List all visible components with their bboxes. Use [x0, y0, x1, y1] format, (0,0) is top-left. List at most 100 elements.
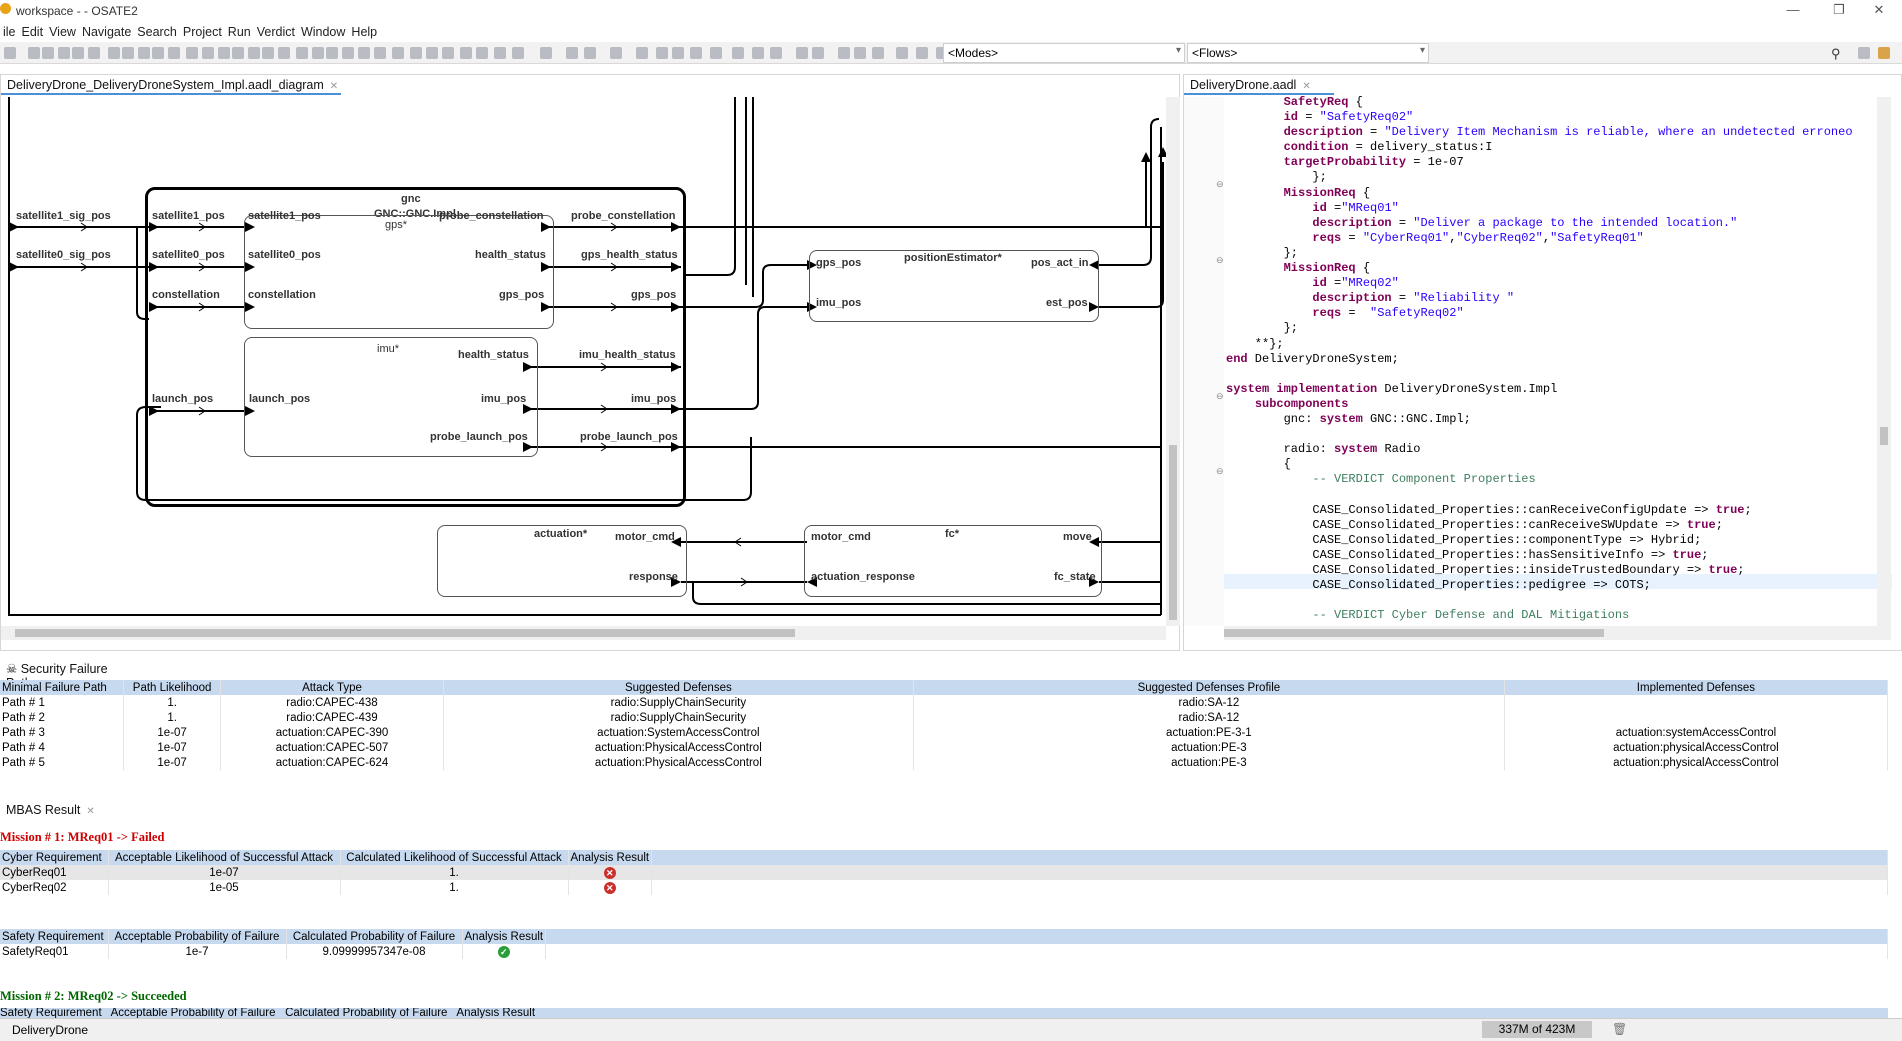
toolbar-button-icon[interactable] — [796, 47, 808, 59]
fold-icon[interactable]: ⊖ — [1216, 179, 1224, 189]
menu-navigate[interactable]: Navigate — [81, 25, 132, 39]
code-editor[interactable]: SafetyReq { id = "SafetyReq02" descripti… — [1226, 95, 1892, 626]
toolbar-button-icon[interactable] — [838, 47, 850, 59]
toolbar-button-icon[interactable] — [610, 47, 622, 59]
gps-component[interactable] — [244, 215, 554, 329]
toolbar-button-icon[interactable] — [656, 47, 668, 59]
toolbar-button-icon[interactable] — [374, 47, 386, 59]
menu-window[interactable]: Window — [300, 25, 346, 39]
gnc-component[interactable] — [145, 187, 686, 507]
toolbar-button-icon[interactable] — [4, 47, 16, 59]
toolbar-button-icon[interactable] — [540, 47, 552, 59]
toolbar-button-icon[interactable] — [710, 47, 722, 59]
toolbar-button-icon[interactable] — [476, 47, 488, 59]
menu-file[interactable]: ile — [3, 25, 16, 39]
menu-help[interactable]: Help — [351, 25, 378, 39]
close-icon[interactable]: ✕ — [1302, 81, 1311, 92]
column-header[interactable]: Attack Type — [220, 680, 444, 695]
scroll-thumb[interactable] — [15, 629, 795, 637]
toolbar-button-icon[interactable] — [872, 47, 884, 59]
search-icon[interactable]: ⚲ — [1831, 46, 1841, 61]
modes-combo[interactable]: <Modes>▾ — [943, 43, 1185, 63]
toolbar-button-icon[interactable] — [392, 47, 404, 59]
flows-combo[interactable]: <Flows>▾ — [1187, 43, 1429, 63]
toolbar-button-icon[interactable] — [494, 47, 506, 59]
toolbar-button-icon[interactable] — [854, 47, 866, 59]
menu-edit[interactable]: Edit — [21, 25, 44, 39]
toolbar-button-icon[interactable] — [636, 47, 648, 59]
column-header[interactable]: Safety Requirement — [0, 929, 109, 944]
column-header[interactable]: Suggested Defenses — [443, 680, 914, 695]
column-header[interactable]: Calculated Probability of Failure — [286, 929, 463, 944]
column-header[interactable]: Calculated Likelihood of Successful Atta… — [340, 850, 569, 865]
toolbar-button-icon[interactable] — [770, 47, 782, 59]
toolbar-button-icon[interactable] — [896, 47, 908, 59]
toolbar-button-icon[interactable] — [672, 47, 684, 59]
toolbar-button-icon[interactable] — [426, 47, 438, 59]
toolbar-button-icon[interactable] — [326, 47, 338, 59]
toolbar-button-icon[interactable] — [168, 47, 180, 59]
fold-icon[interactable]: ⊖ — [1216, 255, 1224, 265]
toolbar-button-icon[interactable] — [812, 47, 824, 59]
toolbar-button-icon[interactable] — [278, 47, 290, 59]
column-header[interactable]: Minimal Failure Path — [0, 680, 125, 695]
toolbar-button-icon[interactable] — [248, 47, 260, 59]
heap-indicator[interactable]: 337M of 423M — [1482, 1021, 1592, 1038]
menu-run[interactable]: Run — [227, 25, 251, 39]
close-button[interactable]: ✕ — [1873, 2, 1885, 17]
scroll-thumb[interactable] — [1880, 427, 1888, 445]
toolbar-button-icon[interactable] — [232, 47, 244, 59]
toolbar-button-icon[interactable] — [358, 47, 370, 59]
aadl-perspective-icon[interactable] — [1878, 47, 1890, 59]
tab-mbas[interactable]: MBAS Result✕ — [0, 800, 120, 820]
actuation-component[interactable] — [437, 525, 687, 597]
toolbar-button-icon[interactable] — [122, 47, 134, 59]
toolbar-button-icon[interactable] — [410, 47, 422, 59]
trash-icon[interactable]: 🗑 — [1612, 1022, 1628, 1036]
toolbar-button-icon[interactable] — [460, 47, 472, 59]
editor-vscrollbar[interactable] — [1877, 97, 1891, 626]
tab-editor[interactable]: DeliveryDrone.aadl✕ — [1184, 75, 1334, 95]
tab-diagram[interactable]: DeliveryDrone_DeliveryDroneSystem_Impl.a… — [1, 75, 341, 95]
tab-security[interactable]: ☠ Security Failure Paths✕ — [0, 658, 160, 690]
toolbar-button-icon[interactable] — [442, 47, 454, 59]
close-icon[interactable]: ✕ — [329, 81, 339, 92]
perspective-icon[interactable] — [1858, 47, 1870, 59]
toolbar-button-icon[interactable] — [186, 47, 198, 59]
fold-icon[interactable]: ⊖ — [1216, 466, 1224, 476]
toolbar-button-icon[interactable] — [584, 47, 596, 59]
toolbar-button-icon[interactable] — [88, 47, 100, 59]
restore-button[interactable]: ❐ — [1833, 2, 1845, 17]
toolbar-button-icon[interactable] — [108, 47, 120, 59]
diagram-hscrollbar[interactable] — [1, 626, 1166, 640]
toolbar-button-icon[interactable] — [916, 47, 928, 59]
scroll-thumb[interactable] — [1224, 629, 1604, 637]
menu-verdict[interactable]: Verdict — [256, 25, 295, 39]
column-header[interactable]: Path Likelihood — [123, 680, 222, 695]
toolbar-button-icon[interactable] — [732, 47, 744, 59]
position-estimator-component[interactable] — [809, 250, 1099, 322]
toolbar-button-icon[interactable] — [28, 47, 40, 59]
toolbar-button-icon[interactable] — [752, 47, 764, 59]
toolbar-button-icon[interactable] — [312, 47, 324, 59]
scroll-thumb[interactable] — [1169, 445, 1177, 620]
fc-component[interactable] — [804, 525, 1102, 597]
editor-hscrollbar[interactable] — [1224, 626, 1891, 640]
toolbar-button-icon[interactable] — [202, 47, 214, 59]
menu-search[interactable]: Search — [137, 25, 177, 39]
column-header[interactable]: Cyber Requirement — [0, 850, 109, 865]
column-header[interactable]: Acceptable Likelihood of Successful Atta… — [108, 850, 341, 865]
toolbar-button-icon[interactable] — [566, 47, 578, 59]
toolbar-button-icon[interactable] — [58, 47, 70, 59]
minimize-button[interactable]: — — [1786, 2, 1800, 17]
menu-view[interactable]: View — [49, 25, 76, 39]
toolbar-button-icon[interactable] — [152, 47, 164, 59]
